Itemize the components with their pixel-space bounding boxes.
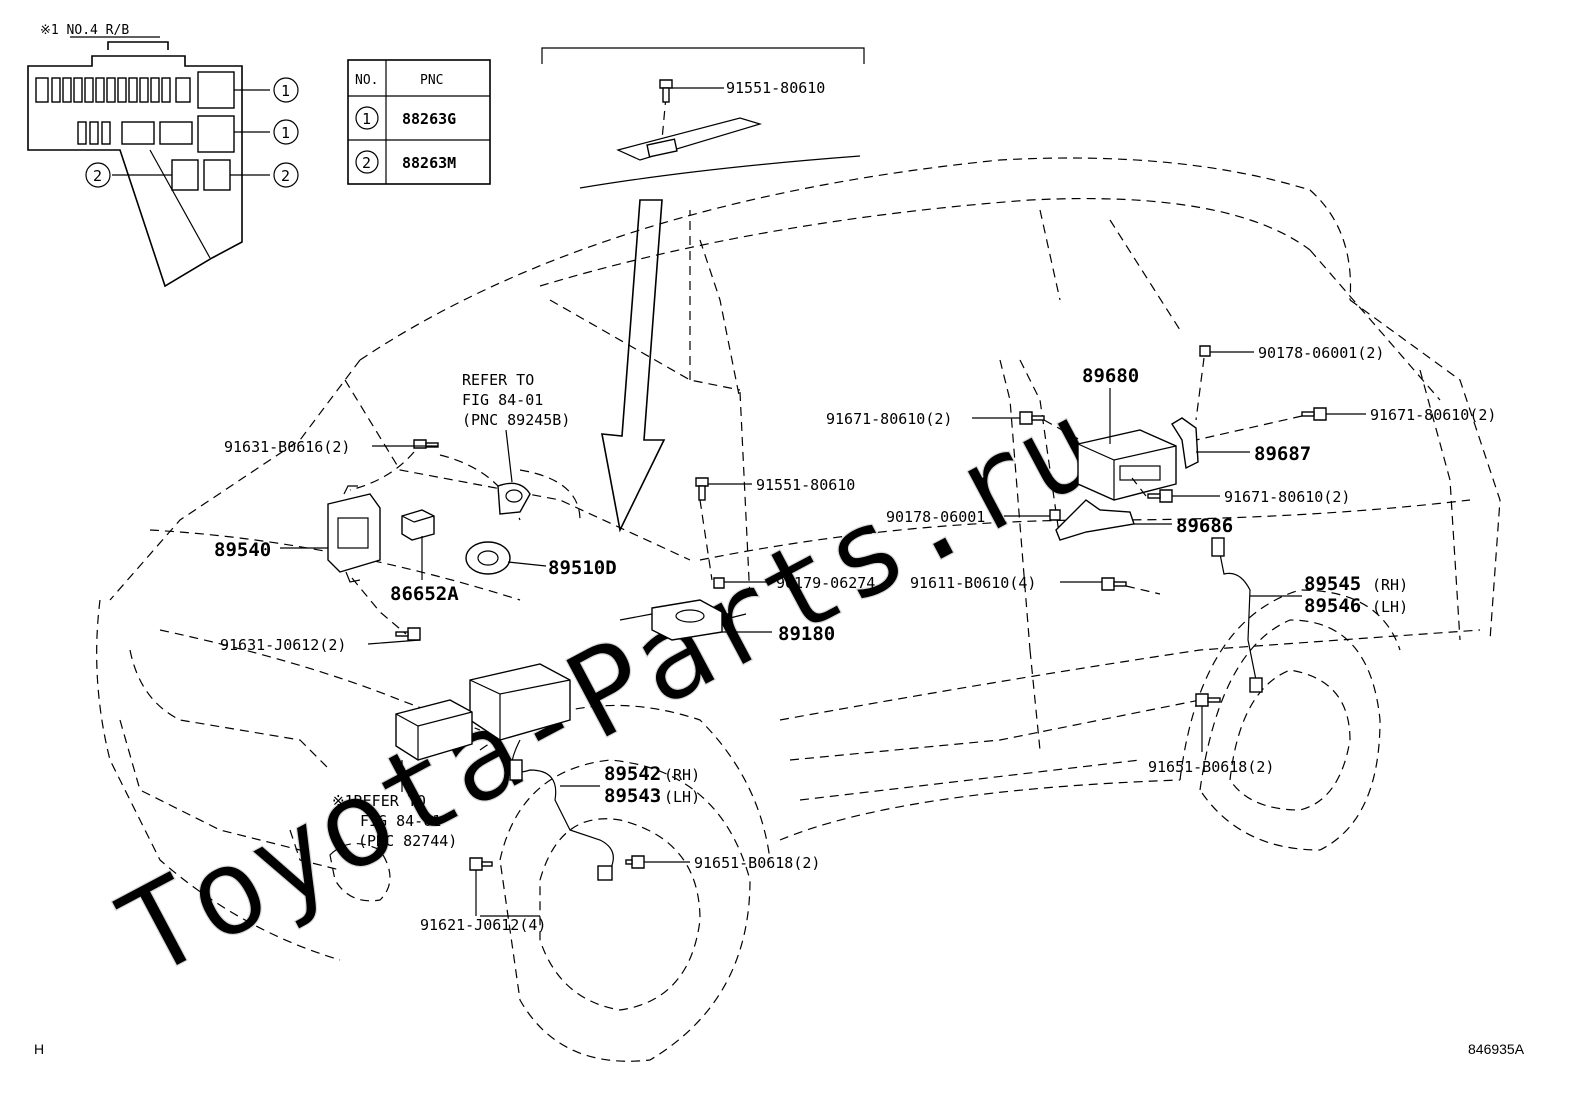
callout-module-89680: 89680 [1082,365,1139,387]
detail-arrow [601,199,666,533]
pnc-table-header-no: NO. [355,73,378,88]
relay-box-inset: ※1 NO.4 R/B [27,23,299,288]
callout-nut-06274: 90179-06274 [776,574,875,592]
brake-actuator [395,663,571,761]
callout-nut-06001-top: 90178-06001(2) [1258,344,1384,362]
ecu-89540 [327,485,381,583]
callout-bolt-j0612-4: 91621-J0612(4) [420,916,546,934]
relay-box-title: ※1 NO.4 R/B [40,23,129,38]
sensor-89510d [465,482,531,575]
pnc-table-header-pnc: PNC [420,73,443,88]
watermark: Toyota-Parts.ru [98,374,1120,1005]
callout-bolt-80610-left: 91671-80610(2) [826,410,952,428]
callout-front-sensor-lh-side: (LH) [664,788,700,806]
rear-speed-sensor [1211,537,1263,693]
fasteners [395,345,1327,871]
callout-rear-sensor-rh-side: (RH) [1372,576,1408,594]
relay-86652a [401,509,435,541]
front-speed-sensor [509,739,614,881]
module-89680 [1077,429,1177,501]
leader-lines [280,87,1366,917]
callout-bolt-b0618-rear: 91651-B0618(2) [1148,758,1274,776]
callout-front-sensor-rh-side: (RH) [664,766,700,784]
illustration-number: 846935A [1468,1041,1525,1057]
marker-circle-2a: 2 [93,167,102,185]
pnc-table-row-pnc: 88263G [402,110,456,128]
callout-ecu-89540: 89540 [214,539,271,561]
marker-circle-2b: 2 [281,167,290,185]
callout-refer-box-line3: (PNC 82744) [358,832,457,850]
callout-refer-sensor-line1: REFER TO [462,371,534,389]
relay-88263m-right [203,159,231,191]
callout-front-sensor-lh: 89543 [604,785,661,807]
pnc-table-row-no: 2 [362,154,371,172]
fuse-row-bottom [77,121,193,145]
vehicle-outline [96,157,1501,1062]
callout-rear-sensor-rh: 89545 [1304,573,1361,595]
callout-bolt-80610-right: 91671-80610(2) [1370,406,1496,424]
callout-relay-86652a: 86652A [390,583,459,605]
callout-bolt-b0616: 91631-B0616(2) [224,438,350,456]
callout-bolt-80610-lower: 91671-80610(2) [1224,488,1350,506]
callout-refer-box-line2: FIG 84-01 [360,812,441,830]
callout-sensor-89510d: 89510D [548,557,617,579]
callout-bolt-j0612: 91631-J0612(2) [220,636,346,654]
callout-bolt-b0610: 91611-B0610(4) [910,574,1036,592]
bracket-89687 [1171,417,1199,470]
callout-refer-sensor-line3: (PNC 89245B) [462,411,570,429]
pnc-table: NO. PNC 1 88263G 2 88263M [347,59,491,185]
relay-88263g-upper [197,71,235,109]
callout-sensor-89180: 89180 [778,623,835,645]
marker-circle-1a: 1 [281,82,290,100]
callout-front-sensor-rh: 89542 [604,763,661,785]
marker-circle-1b: 1 [281,124,290,142]
callout-refer-sensor-line2: FIG 84-01 [462,391,543,409]
callout-bolt-b0618-front: 91651-B0618(2) [694,854,820,872]
callout-bracket-89686: 89686 [1176,515,1233,537]
callout-bolt-roof: 91551-80610 [726,79,825,97]
callout-bracket-89687: 89687 [1254,443,1311,465]
callout-labels: 91551-80610 REFER TO FIG 84-01 (PNC 8924… [214,79,1496,934]
callout-rear-sensor-lh: 89546 [1304,595,1361,617]
callout-refer-box-line1: ※1REFER TO [332,792,426,810]
pnc-table-row-no: 1 [362,110,371,128]
relay-88263g-lower [197,115,235,153]
bracket-89686 [1055,499,1135,541]
callout-bolt-mid: 91551-80610 [756,476,855,494]
callout-nut-06001: 90178-06001 [886,508,985,526]
callout-rear-sensor-lh-side: (LH) [1372,598,1408,616]
roof-detail [541,47,865,189]
fuse-row-top [35,77,191,103]
corner-left-tag: H [34,1041,44,1057]
relay-88263m-left [171,159,199,191]
pnc-table-row-pnc: 88263M [402,154,456,172]
